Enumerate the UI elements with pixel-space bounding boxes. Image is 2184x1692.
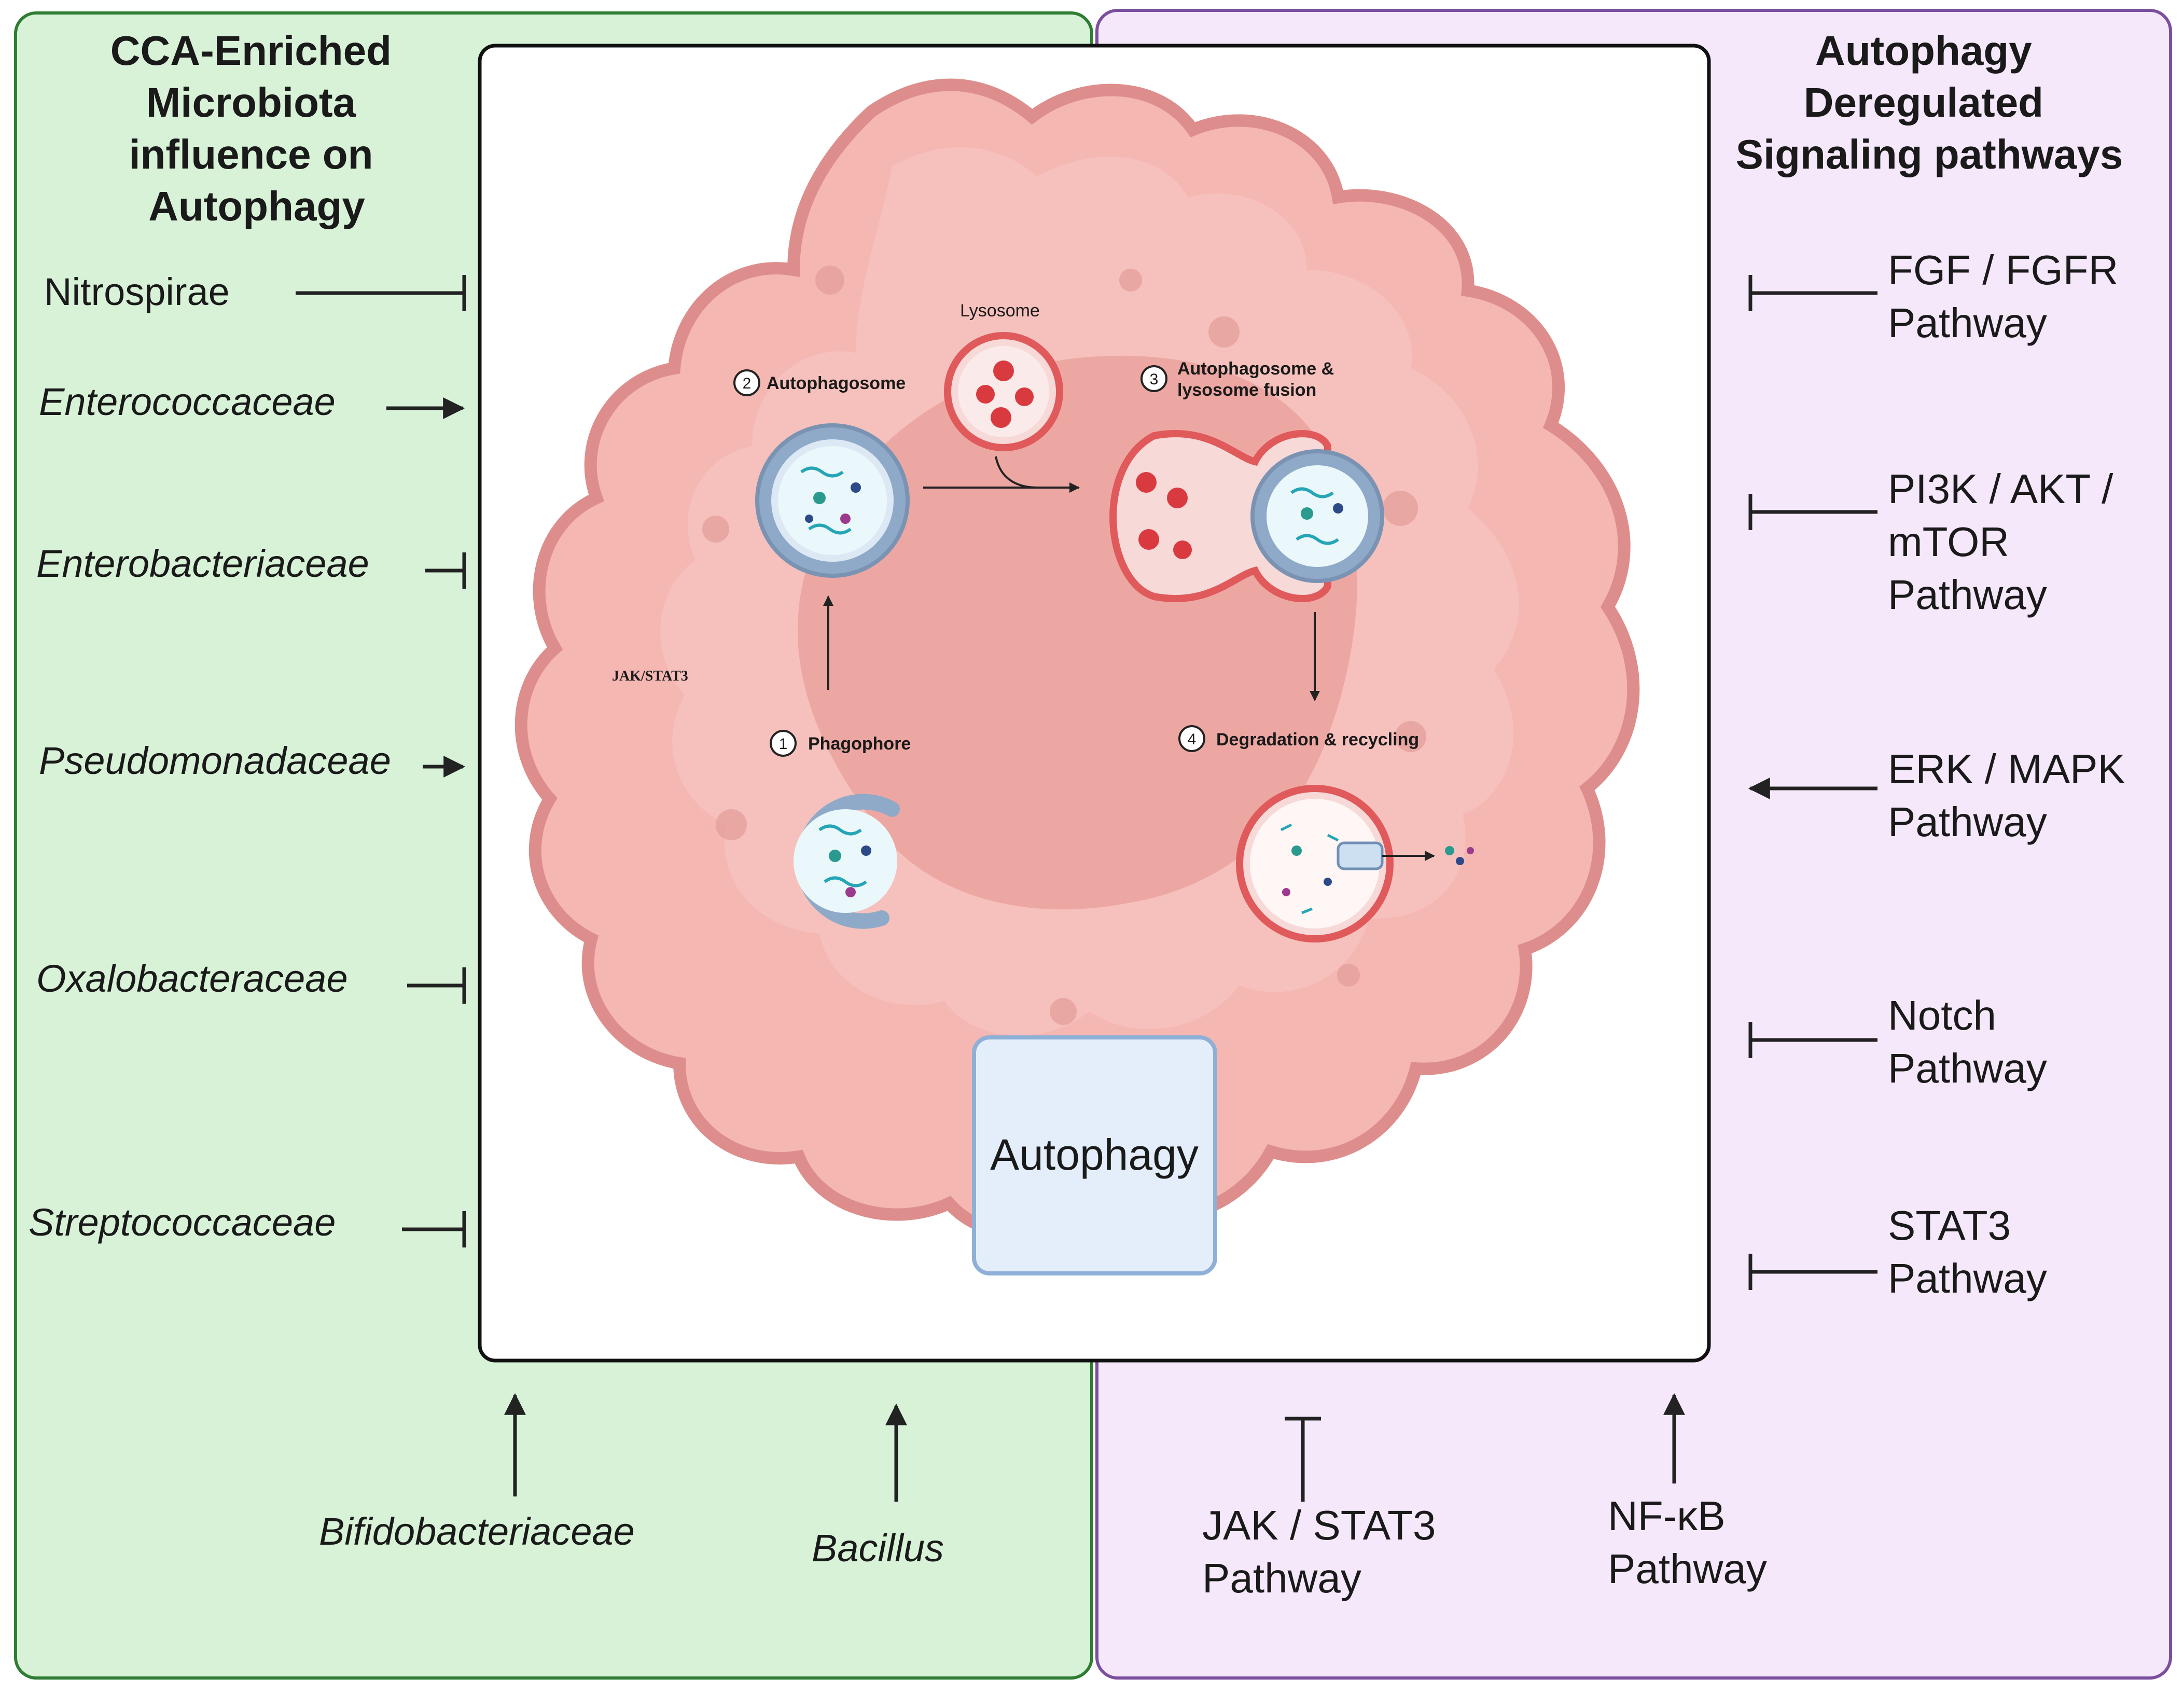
inhibit-connector-enterobacteriaceae	[425, 552, 466, 589]
faint-jak-stat3-label: JAK/STAT3	[612, 668, 688, 684]
right-item-stat3: STAT3 Pathway	[1888, 1202, 2047, 1301]
svg-text:4: 4	[1188, 731, 1197, 748]
left-item-enterococcaceae: Enterococcaceae	[39, 380, 336, 423]
left-item-streptococcaceae: Streptococcaceae	[29, 1201, 336, 1244]
svg-text:Autophagosome & lysosome: Autophagosome & lysosome fusion	[1177, 359, 1339, 400]
step-3-label: 3 Autophagosome & lysosome fusion	[1140, 359, 1339, 400]
svg-text:Autophagosome: Autophagosome	[767, 373, 906, 393]
right-item-pi3k: PI3K / AKT / mTOR Pathway	[1888, 466, 2125, 618]
inhibit-connector-nitrospirae	[296, 275, 466, 311]
right-item-fgf: FGF / FGFR Pathway	[1888, 247, 2130, 346]
inhibit-connector-jak-stat3	[1285, 1417, 1321, 1502]
fusion-vesicle	[1109, 429, 1384, 603]
lysosome-label: Lysosome	[960, 301, 1040, 321]
svg-text:3: 3	[1150, 371, 1159, 388]
svg-text:Phagophore: Phagophore	[808, 734, 911, 754]
step-4-label: 4 Degradation & recycling	[1178, 725, 1419, 752]
right-bottom-jak-stat3: JAK / STAT3 Pathway	[1202, 1502, 1448, 1601]
inhibit-connector-oxalobacteraceae	[407, 967, 466, 1004]
left-bottom-bacillus: Bacillus	[812, 1527, 944, 1570]
cell-illustration	[514, 78, 1640, 1241]
degradation-vesicle	[1236, 785, 1474, 942]
left-item-pseudomonadaceae: Pseudomonadaceae	[39, 739, 391, 782]
right-item-notch: Notch Pathway	[1888, 992, 2047, 1091]
phagophore	[794, 794, 900, 929]
step-2-label: 2 Autophagosome	[733, 369, 906, 396]
inhibit-connector-stat3	[1748, 1254, 1877, 1290]
right-bottom-nf-kb: NF-κB Pathway	[1608, 1493, 1767, 1592]
right-panel-title: Autophagy Deregulated Signaling pathways	[1736, 27, 2123, 177]
right-item-erk: ERK / MAPK Pathway	[1888, 746, 2137, 845]
step-1-label: 1 Phagophore	[770, 730, 911, 757]
left-item-nitrospirae: Nitrospirae	[44, 270, 230, 313]
left-panel-title: CCA-Enriched Microbiota influence on Aut…	[110, 27, 404, 229]
autophagosome	[755, 423, 910, 578]
svg-text:2: 2	[743, 375, 752, 392]
svg-text:Degradation & recycling: Degradation & recycling	[1216, 730, 1419, 750]
autophagy-label: Autophagy	[990, 1130, 1199, 1179]
svg-text:1: 1	[779, 736, 788, 753]
inhibit-connector-notch	[1748, 1022, 1877, 1058]
autophagy-box	[972, 1035, 1217, 1275]
inhibit-connector-streptococcaceae	[402, 1211, 466, 1247]
left-item-oxalobacteraceae: Oxalobacteraceae	[36, 957, 348, 1000]
inhibit-connector-pi3k	[1748, 494, 1877, 530]
arrow-lysosome-join	[995, 456, 1038, 489]
left-bottom-bifidobacteriaceae: Bifidobacteriaceae	[319, 1510, 635, 1553]
left-item-enterobacteriaceae: Enterobacteriaceae	[36, 542, 369, 585]
inhibit-connector-fgf	[1748, 275, 1877, 311]
lysosome	[944, 332, 1063, 451]
